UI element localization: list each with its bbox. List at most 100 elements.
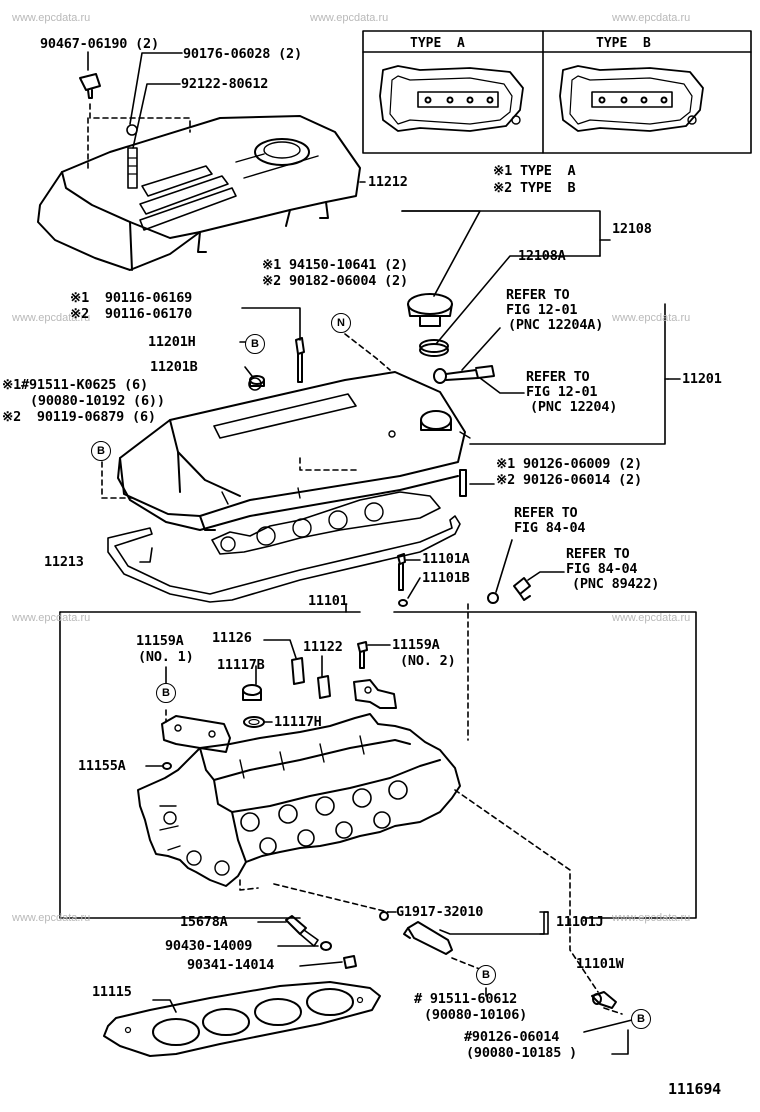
watermark: www.epcdata.ru xyxy=(612,912,691,924)
label-11201B: 11201B xyxy=(150,359,198,375)
cylinder-head-frame xyxy=(59,603,697,919)
badge-b: B xyxy=(631,1009,651,1029)
label-15678A: 15678A xyxy=(180,914,228,930)
label-90126-06009: ※1 90126-06009 (2) xyxy=(496,456,642,472)
label-11101W: 11101W xyxy=(576,956,624,972)
label-90080-10185: (90080-10185 ) xyxy=(466,1045,577,1061)
label-90430: 90430-14009 xyxy=(165,938,253,954)
gasket-11213 xyxy=(107,515,461,603)
washer-11101B xyxy=(398,599,408,607)
legend-type-b: ※2 TYPE B xyxy=(493,180,576,196)
ocv-valve-11101J xyxy=(403,921,453,955)
oil-cap-12108 xyxy=(407,293,453,357)
label-11101: 11101 xyxy=(308,593,348,609)
watermark: www.epcdata.ru xyxy=(612,12,691,24)
label-11212: 11212 xyxy=(368,174,408,190)
label-90182: ※2 90182-06004 (2) xyxy=(262,273,408,289)
badge-b: B xyxy=(91,441,111,461)
bolt-11101A xyxy=(397,553,406,591)
type-b-header: TYPE B xyxy=(596,36,651,51)
label-11159A-no2: 11159A xyxy=(392,637,440,653)
ring-11117H xyxy=(243,716,265,728)
ref-84-04-a-line2: FIG 84-04 xyxy=(514,520,586,536)
label-11101A: 11101A xyxy=(422,551,470,567)
label-11122: 11122 xyxy=(303,639,343,655)
label-11117H: 11117H xyxy=(274,714,322,730)
watermark: www.epcdata.ru xyxy=(12,912,91,924)
ref-12204a-line1: REFER TO xyxy=(506,287,570,303)
pcv-valve xyxy=(433,365,495,384)
label-11201: 11201 xyxy=(682,371,722,387)
label-94150: ※1 94150-10641 (2) xyxy=(262,257,408,273)
label-90126-06014-b: #90126-06014 xyxy=(464,1029,560,1045)
head-gasket-11115 xyxy=(103,981,381,1057)
label-91511-60612: # 91511-60612 xyxy=(414,991,518,1007)
badge-n: N xyxy=(331,313,351,333)
sensor-89422 xyxy=(513,577,531,601)
ref-84-04-b-line1: REFER TO xyxy=(566,546,630,562)
seal-11117B xyxy=(242,684,262,701)
label-11159A-no1: 11159A xyxy=(136,633,184,649)
oring-g1917 xyxy=(379,911,389,921)
label-92122: 92122-80612 xyxy=(181,76,269,92)
sensor-11101W xyxy=(591,991,617,1009)
ref-12204a-line3: (PNC 12204A) xyxy=(508,317,604,333)
head-cover-11201 xyxy=(117,371,471,531)
label-11126: 11126 xyxy=(212,630,252,646)
legend-type-a: ※1 TYPE A xyxy=(493,163,576,179)
label-11101B: 11101B xyxy=(422,570,470,586)
ref-12204-line2: FIG 12-01 xyxy=(526,384,598,400)
bolt-11159A xyxy=(357,641,368,669)
ref-84-04-b-line3: (PNC 89422) xyxy=(572,576,660,592)
figure-number: 111694 xyxy=(668,1080,721,1098)
watermark: www.epcdata.ru xyxy=(310,12,389,24)
label-90341: 90341-14014 xyxy=(187,957,275,973)
bolt-90116 xyxy=(295,337,305,383)
ref-84-04-b-line2: FIG 84-04 xyxy=(566,561,638,577)
label-11159A-no1-note: (NO. 1) xyxy=(138,649,194,665)
watermark: www.epcdata.ru xyxy=(612,312,691,324)
label-90080-10192: (90080-10192 (6)) xyxy=(30,393,165,409)
label-12108A: 12108A xyxy=(518,248,566,264)
watermark: www.epcdata.ru xyxy=(612,612,691,624)
cap-90467 xyxy=(79,73,101,99)
label-12108: 12108 xyxy=(612,221,652,237)
bearing-cap-no2 xyxy=(353,679,397,709)
bearing-cap-no1 xyxy=(161,715,231,753)
ref-12204a-line2: FIG 12-01 xyxy=(506,302,578,318)
grommet-11201B xyxy=(249,375,265,387)
type-table-frame xyxy=(362,30,752,154)
label-90176: 90176-06028 (2) xyxy=(183,46,302,62)
guide-11122 xyxy=(317,675,331,699)
badge-b: B xyxy=(476,965,496,985)
label-90119: ※2 90119-06879 (6) xyxy=(2,409,156,425)
plug-90341 xyxy=(343,955,357,969)
stud-90126 xyxy=(459,469,467,497)
plug-ref84 xyxy=(487,592,499,604)
label-11155A: 11155A xyxy=(78,758,126,774)
label-11201H: 11201H xyxy=(148,334,196,350)
type-a-header: TYPE A xyxy=(410,36,465,51)
label-11115: 11115 xyxy=(92,984,132,1000)
label-90116-b: ※2 90116-06170 xyxy=(70,306,193,322)
badge-b: B xyxy=(245,334,265,354)
watermark: www.epcdata.ru xyxy=(12,312,91,324)
label-11117B: 11117B xyxy=(217,657,265,673)
cylinder-head-11101 xyxy=(137,713,461,887)
label-90126-06014: ※2 90126-06014 (2) xyxy=(496,472,642,488)
label-91511-k0625: ※1#91511-K0625 (6) xyxy=(2,377,148,393)
oil-jet-15678A xyxy=(285,915,319,947)
ref-84-04-a-line1: REFER TO xyxy=(514,505,578,521)
label-g1917: G1917-32010 xyxy=(396,904,484,920)
label-90467: 90467-06190 (2) xyxy=(40,36,159,52)
label-90116-a: ※1 90116-06169 xyxy=(70,290,193,306)
label-90080-10106: (90080-10106) xyxy=(424,1007,528,1023)
label-11159A-no2-note: (NO. 2) xyxy=(400,653,456,669)
label-11213: 11213 xyxy=(44,554,84,570)
ref-12204-line3: (PNC 12204) xyxy=(530,399,618,415)
guide-11126 xyxy=(291,657,305,685)
engine-cover-11212 xyxy=(37,115,361,271)
plug-gasket-set xyxy=(211,491,441,555)
